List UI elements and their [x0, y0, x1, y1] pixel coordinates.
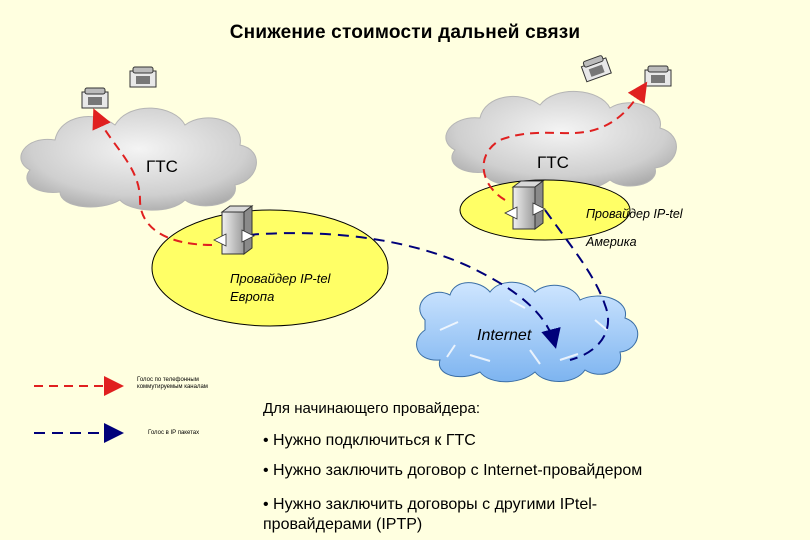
gts-cloud-right — [446, 91, 677, 190]
telephone-icon — [82, 88, 108, 108]
telephone-icon — [580, 54, 611, 82]
provider-europe-ellipse — [152, 210, 388, 326]
legend-circuit-label-1: Голос по телефонным — [137, 377, 208, 384]
legend-circuit-label-2: коммутируемым каналам — [137, 384, 208, 391]
notes-bullet-3a: • Нужно заключить договоры с другими IPt… — [263, 496, 597, 514]
legend-circuit-label: Голос по телефонным коммутируемым канала… — [137, 377, 208, 391]
gts-right-label: ГТС — [537, 153, 569, 172]
telephone-icon — [130, 67, 156, 87]
internet-label: Internet — [477, 327, 532, 344]
notes-bullet-1: • Нужно подключиться к ГТС — [263, 432, 476, 450]
gts-left-label: ГТС — [146, 157, 178, 176]
notes-bullet-2: • Нужно заключить договор с Internet-про… — [263, 462, 642, 480]
legend-ip-label: Голос в IP пакетах — [148, 430, 199, 437]
provider-america-label-2: Америка — [585, 235, 637, 249]
notes-bullet-3b: провайдерами (IPTP) — [263, 516, 422, 534]
provider-europe-label-2: Европа — [230, 289, 274, 304]
provider-europe-label-1: Провайдер IP-tel — [230, 271, 332, 286]
telephone-icon — [645, 66, 671, 86]
notes-heading: Для начинающего провайдера: — [263, 400, 480, 417]
gts-cloud-left — [21, 108, 257, 210]
provider-america-label-1: Провайдер IP-tel — [586, 207, 684, 221]
